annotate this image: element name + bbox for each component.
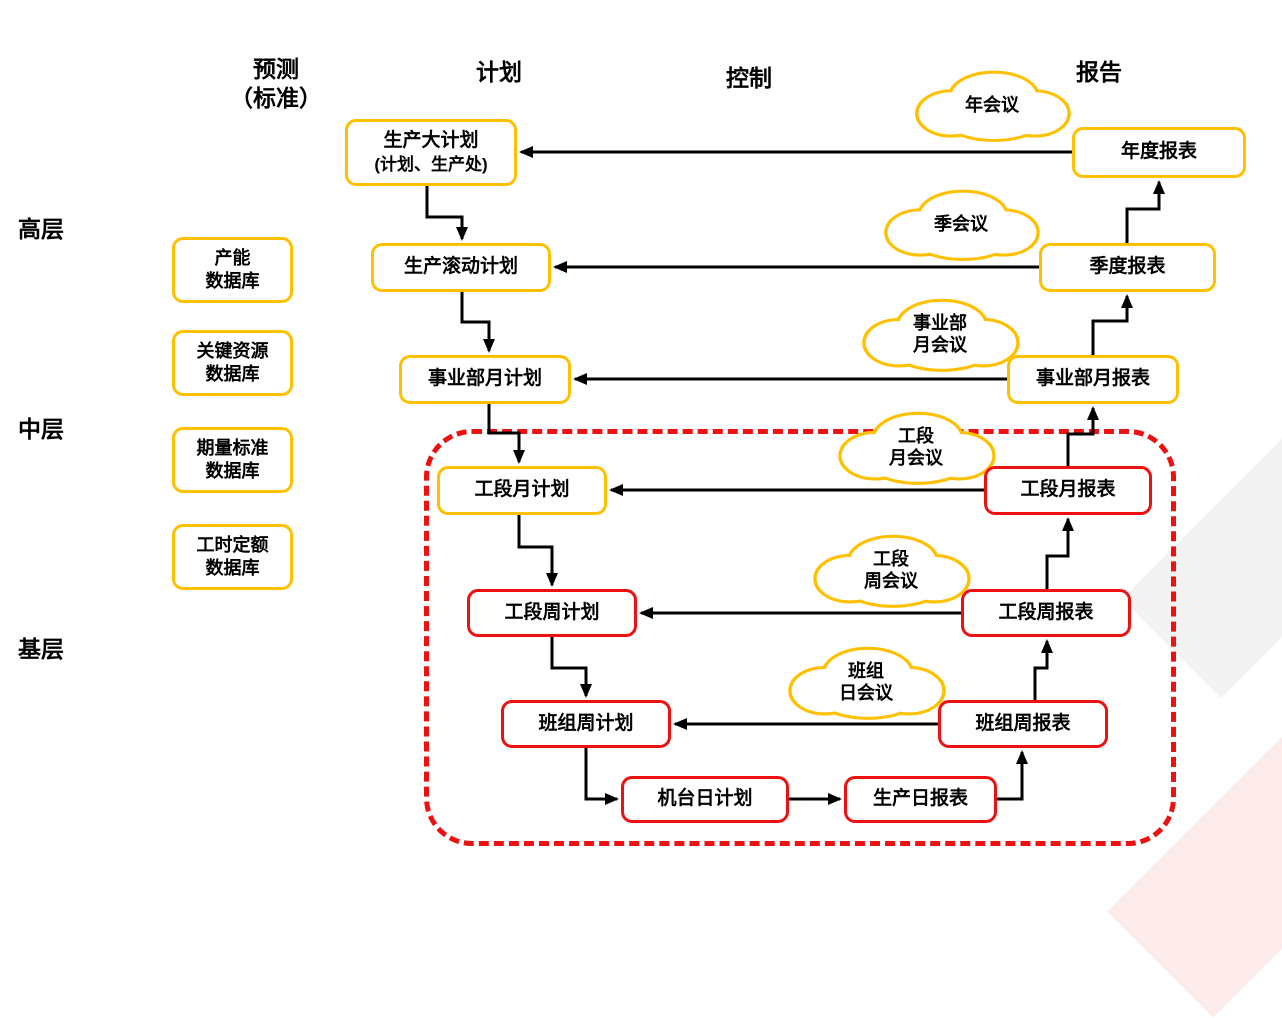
meeting-cloud-quarter: 季会议 [874,185,1048,263]
plan-label: 班组周计划 [538,712,634,734]
meeting-cloud-section-month: 工段 月会议 [828,407,1004,487]
cloud-shape-icon [884,189,1040,261]
meeting-text: 月会议 [913,335,967,355]
report-label: 事业部月报表 [1035,368,1150,390]
column-header-plan: 计划 [449,58,549,87]
meeting-cloud-section-week: 工段 周会议 [803,530,979,610]
header-forecast-line1: 预测 [253,56,299,82]
plan-node-master: 生产大计划 (计划、生产处) [345,119,517,186]
db-node-period-standard: 期量标准 数据库 [172,427,293,493]
plan-label: 事业部月计划 [427,368,542,390]
report-label: 班组周报表 [975,712,1071,734]
report-node-production-day: 生产日报表 [844,776,997,823]
report-node-quarter: 季度报表 [1039,243,1216,292]
meeting-label-section-week: 工段 周会议 [803,530,979,610]
arrow-divisionreport-to-quarterreport [1091,294,1133,355]
plan-label: 工段月计划 [474,479,570,501]
report-node-team-week: 班组周报表 [938,700,1108,748]
meeting-text: 年会议 [965,94,1019,115]
arrow-dailyreport-to-teamweekreport [997,750,1028,801]
db-label: 期量标准 [196,437,269,458]
arrow-divisionplan-to-sectionmonthplan [487,404,525,464]
plan-label: 机台日计划 [657,788,753,810]
plan-node-division-month: 事业部月计划 [399,355,571,404]
meeting-label-annual: 年会议 [905,66,1079,144]
meeting-text: 工段 [873,548,909,569]
db-label: 数据库 [205,461,260,481]
header-plan-label: 计划 [476,59,522,85]
arrow-sectionweekplan-to-teamweekplan [550,637,592,698]
column-header-forecast: 预测 （标准） [206,55,346,113]
meeting-text: 工段 [898,425,934,446]
header-forecast-line2: （标准） [230,84,322,111]
connector-layer [425,146,1165,805]
db-label: 关键资源 [196,340,269,361]
plan-node-team-week: 班组周计划 [501,700,671,748]
arrow-masterplan-to-rollingplan [425,186,468,241]
report-label: 工段周报表 [998,601,1094,623]
report-node-section-month: 工段月报表 [984,466,1152,515]
db-label: 数据库 [205,558,260,578]
cloud-shape-icon [915,70,1071,142]
meeting-cloud-division-month: 事业部 月会议 [852,294,1028,374]
report-label: 工段月报表 [1020,479,1116,501]
report-node-annual: 年度报表 [1072,127,1246,178]
meeting-text: 周会议 [864,571,918,591]
arrow-sectionmonthreport-to-divisionreport [1066,406,1099,466]
db-label: 数据库 [205,271,260,291]
report-node-division-month: 事业部月报表 [1007,355,1179,404]
meeting-label-division-month: 事业部 月会议 [852,294,1028,374]
meeting-text: 季会议 [934,213,988,234]
cloud-shape-icon [813,534,971,608]
header-control-label: 控制 [726,65,772,91]
arrow-quarterreport-to-annualreport [1125,180,1165,243]
cloud-shape-icon [838,411,996,485]
arrow-teamweekplan-to-machinedayplan [584,748,619,805]
meeting-text: 日会议 [839,683,893,703]
arrow-sectionweekreport-to-sectionmonthreport [1045,517,1074,589]
level-top-text: 高层 [18,216,64,242]
report-label: 季度报表 [1089,256,1166,278]
plan-node-section-month: 工段月计划 [437,466,607,515]
level-label-base: 基层 [18,630,64,664]
level-middle-text: 中层 [18,416,64,442]
report-label: 生产日报表 [872,788,968,810]
plan-label: 工段周计划 [504,601,600,623]
db-node-workhour-quota: 工时定额 数据库 [172,524,293,590]
plan-sublabel: (计划、生产处) [374,154,488,174]
db-label: 产能 [214,247,251,268]
level-label-top: 高层 [18,210,64,244]
plan-label: 生产大计划 [383,130,479,152]
meeting-text: 事业部 [913,312,967,333]
db-node-key-resource: 关键资源 数据库 [172,330,293,396]
plan-label: 生产滚动计划 [403,256,518,278]
meeting-text: 月会议 [889,448,943,468]
level-label-middle: 中层 [18,410,64,444]
plan-node-section-week: 工段周计划 [467,589,637,637]
meeting-cloud-annual: 年会议 [905,66,1079,144]
meeting-label-section-month: 工段 月会议 [828,407,1004,487]
level-base-text: 基层 [18,636,64,662]
plan-node-rolling: 生产滚动计划 [371,243,551,292]
report-label: 年度报表 [1120,141,1197,163]
header-report-label: 报告 [1076,59,1122,85]
plan-node-machine-day: 机台日计划 [621,776,789,823]
cloud-shape-icon [862,298,1020,372]
base-level-dashed-region [424,429,1176,846]
meeting-cloud-team-day: 班组 日会议 [778,642,954,722]
column-header-report: 报告 [1049,58,1149,87]
meeting-label-quarter: 季会议 [874,185,1048,263]
meeting-text: 班组 [848,660,884,681]
meeting-label-team-day: 班组 日会议 [778,642,954,722]
report-node-section-week: 工段周报表 [961,589,1131,637]
db-label: 数据库 [205,364,260,384]
arrow-rollingplan-to-divisionplan [460,292,495,353]
cloud-shape-icon [788,646,946,720]
db-label: 工时定额 [196,534,269,555]
column-header-control: 控制 [699,64,799,93]
arrow-sectionmonthplan-to-sectionweekplan [517,515,558,587]
db-node-capacity: 产能 数据库 [172,237,293,303]
arrow-teamweekreport-to-sectionweekreport [1033,639,1053,700]
